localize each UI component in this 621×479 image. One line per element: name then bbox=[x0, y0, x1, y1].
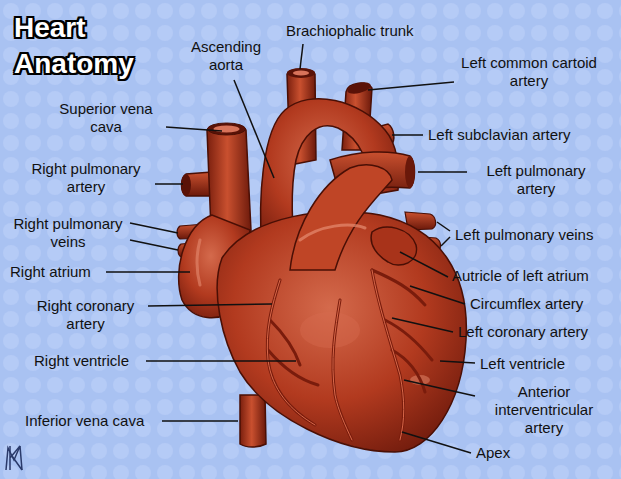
part-label: Right coronary artery bbox=[28, 297, 143, 333]
part-label: Superior vena cava bbox=[50, 100, 162, 136]
part-label: Apex bbox=[476, 444, 510, 462]
part-label: Right pulmonary artery bbox=[22, 160, 150, 196]
part-label: Autricle of left atrium bbox=[452, 267, 589, 285]
part-label: Anterior interventricular artery bbox=[478, 383, 610, 437]
title: Heart Anatomy bbox=[14, 10, 164, 82]
part-label: Ascending aorta bbox=[180, 38, 272, 74]
part-label: Right pulmonary veins bbox=[8, 215, 128, 251]
part-label: Inferior vena cava bbox=[25, 412, 144, 430]
part-label: Left coronary artery bbox=[458, 323, 588, 341]
part-label: Left common cartoid artery bbox=[458, 54, 600, 90]
part-label: Right ventricle bbox=[34, 352, 129, 370]
part-label: Right atrium bbox=[10, 263, 91, 281]
part-label: Circumflex artery bbox=[470, 295, 583, 313]
part-label: Left subclavian artery bbox=[428, 126, 571, 144]
leader-lines bbox=[106, 44, 475, 453]
part-label: Left ventricle bbox=[480, 355, 565, 373]
part-label: Left pulmonary veins bbox=[455, 226, 593, 244]
part-label: Brachiophalic trunk bbox=[286, 22, 414, 40]
monogram-mark bbox=[6, 446, 22, 470]
part-label: Left pulmonary artery bbox=[472, 162, 600, 198]
